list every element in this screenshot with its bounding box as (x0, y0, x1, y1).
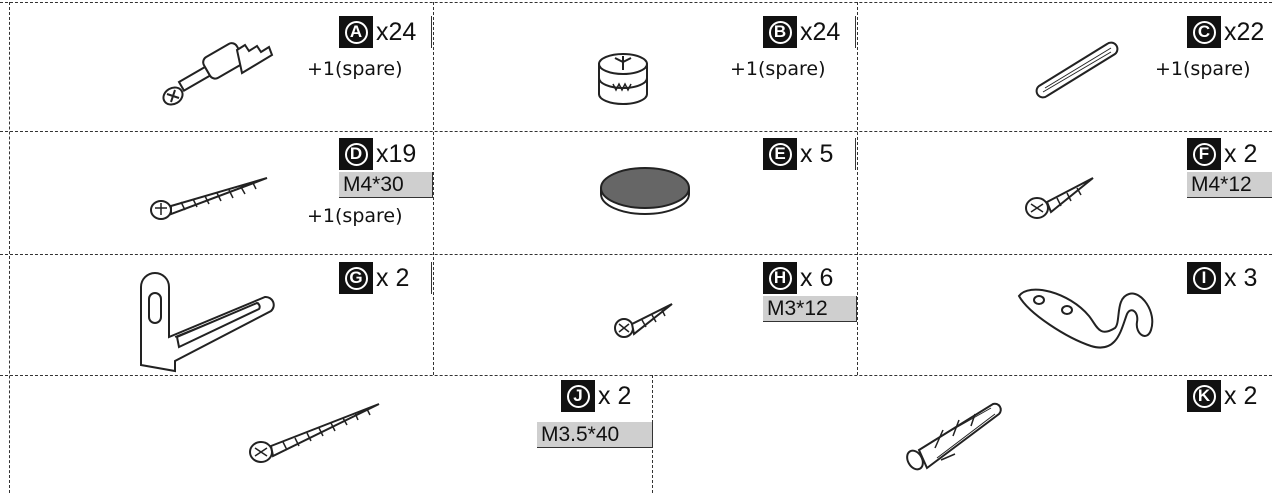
part-K-count: x 2 (1224, 382, 1258, 410)
part-D-spec: M4*30 (339, 172, 433, 198)
part-F-spec: M4*12 (1187, 172, 1272, 198)
screw-icon (614, 303, 673, 338)
part-H-spec: M3*12 (763, 296, 857, 322)
grid-line (9, 2, 10, 493)
part-G-quantity: G x 2 (339, 262, 411, 294)
part-J-count: x 2 (598, 382, 632, 410)
part-A-count: x24 (376, 18, 417, 46)
part-B-quantity: B x24 (763, 16, 842, 48)
part-A-spare: +1(spare) (307, 58, 403, 80)
part-E-letter: E (768, 142, 792, 166)
grid-line (0, 254, 1272, 255)
part-B-count: x24 (800, 18, 841, 46)
part-I-letter: I (1192, 266, 1216, 290)
part-E-quantity: E x 5 (763, 138, 835, 170)
part-B-spare: +1(spare) (730, 58, 826, 80)
part-J-quantity: J x 2 (561, 380, 633, 412)
part-A-letter: A (344, 20, 368, 44)
screw-icon (150, 177, 268, 220)
part-J-letter: J (566, 384, 590, 408)
grid-line (857, 2, 858, 375)
part-H-count: x 6 (800, 264, 834, 292)
part-K-quantity: K x 2 (1187, 380, 1259, 412)
part-D-letter: D (344, 142, 368, 166)
cam-lock-icon (598, 53, 648, 105)
wall-anchor-icon (906, 402, 1002, 471)
part-C-spare: +1(spare) (1155, 58, 1251, 80)
part-H-letter: H (768, 266, 792, 290)
part-E-count: x 5 (800, 140, 834, 168)
wooden-dowel-icon (1035, 41, 1119, 99)
part-C-quantity: C x22 (1187, 16, 1266, 48)
felt-pad-icon (600, 167, 690, 215)
part-D-spare: +1(spare) (307, 205, 403, 227)
part-K-letter: K (1192, 384, 1216, 408)
l-bracket-icon (140, 272, 275, 373)
grid-line (0, 375, 1272, 376)
grid-line (433, 2, 434, 375)
screw-icon (249, 403, 380, 463)
grid-line (0, 2, 1272, 3)
part-G-letter: G (344, 266, 368, 290)
part-G-count: x 2 (376, 264, 410, 292)
part-B-letter: B (768, 20, 792, 44)
part-F-quantity: F x 2 (1187, 138, 1259, 170)
part-D-quantity: D x19 (339, 138, 418, 170)
part-F-count: x 2 (1224, 140, 1258, 168)
part-H-quantity: H x 6 (763, 262, 835, 294)
coat-hook-icon (1017, 288, 1154, 349)
part-C-count: x22 (1224, 18, 1265, 46)
part-C-letter: C (1192, 20, 1216, 44)
screw-icon (1025, 177, 1094, 219)
cam-bolt-icon (162, 42, 274, 106)
part-I-quantity: I x 3 (1187, 262, 1259, 294)
part-I-count: x 3 (1224, 264, 1258, 292)
part-D-count: x19 (376, 140, 417, 168)
part-J-spec: M3.5*40 (537, 422, 653, 448)
grid-line (0, 131, 1272, 132)
part-A-quantity: A x24 (339, 16, 418, 48)
part-F-letter: F (1192, 142, 1216, 166)
